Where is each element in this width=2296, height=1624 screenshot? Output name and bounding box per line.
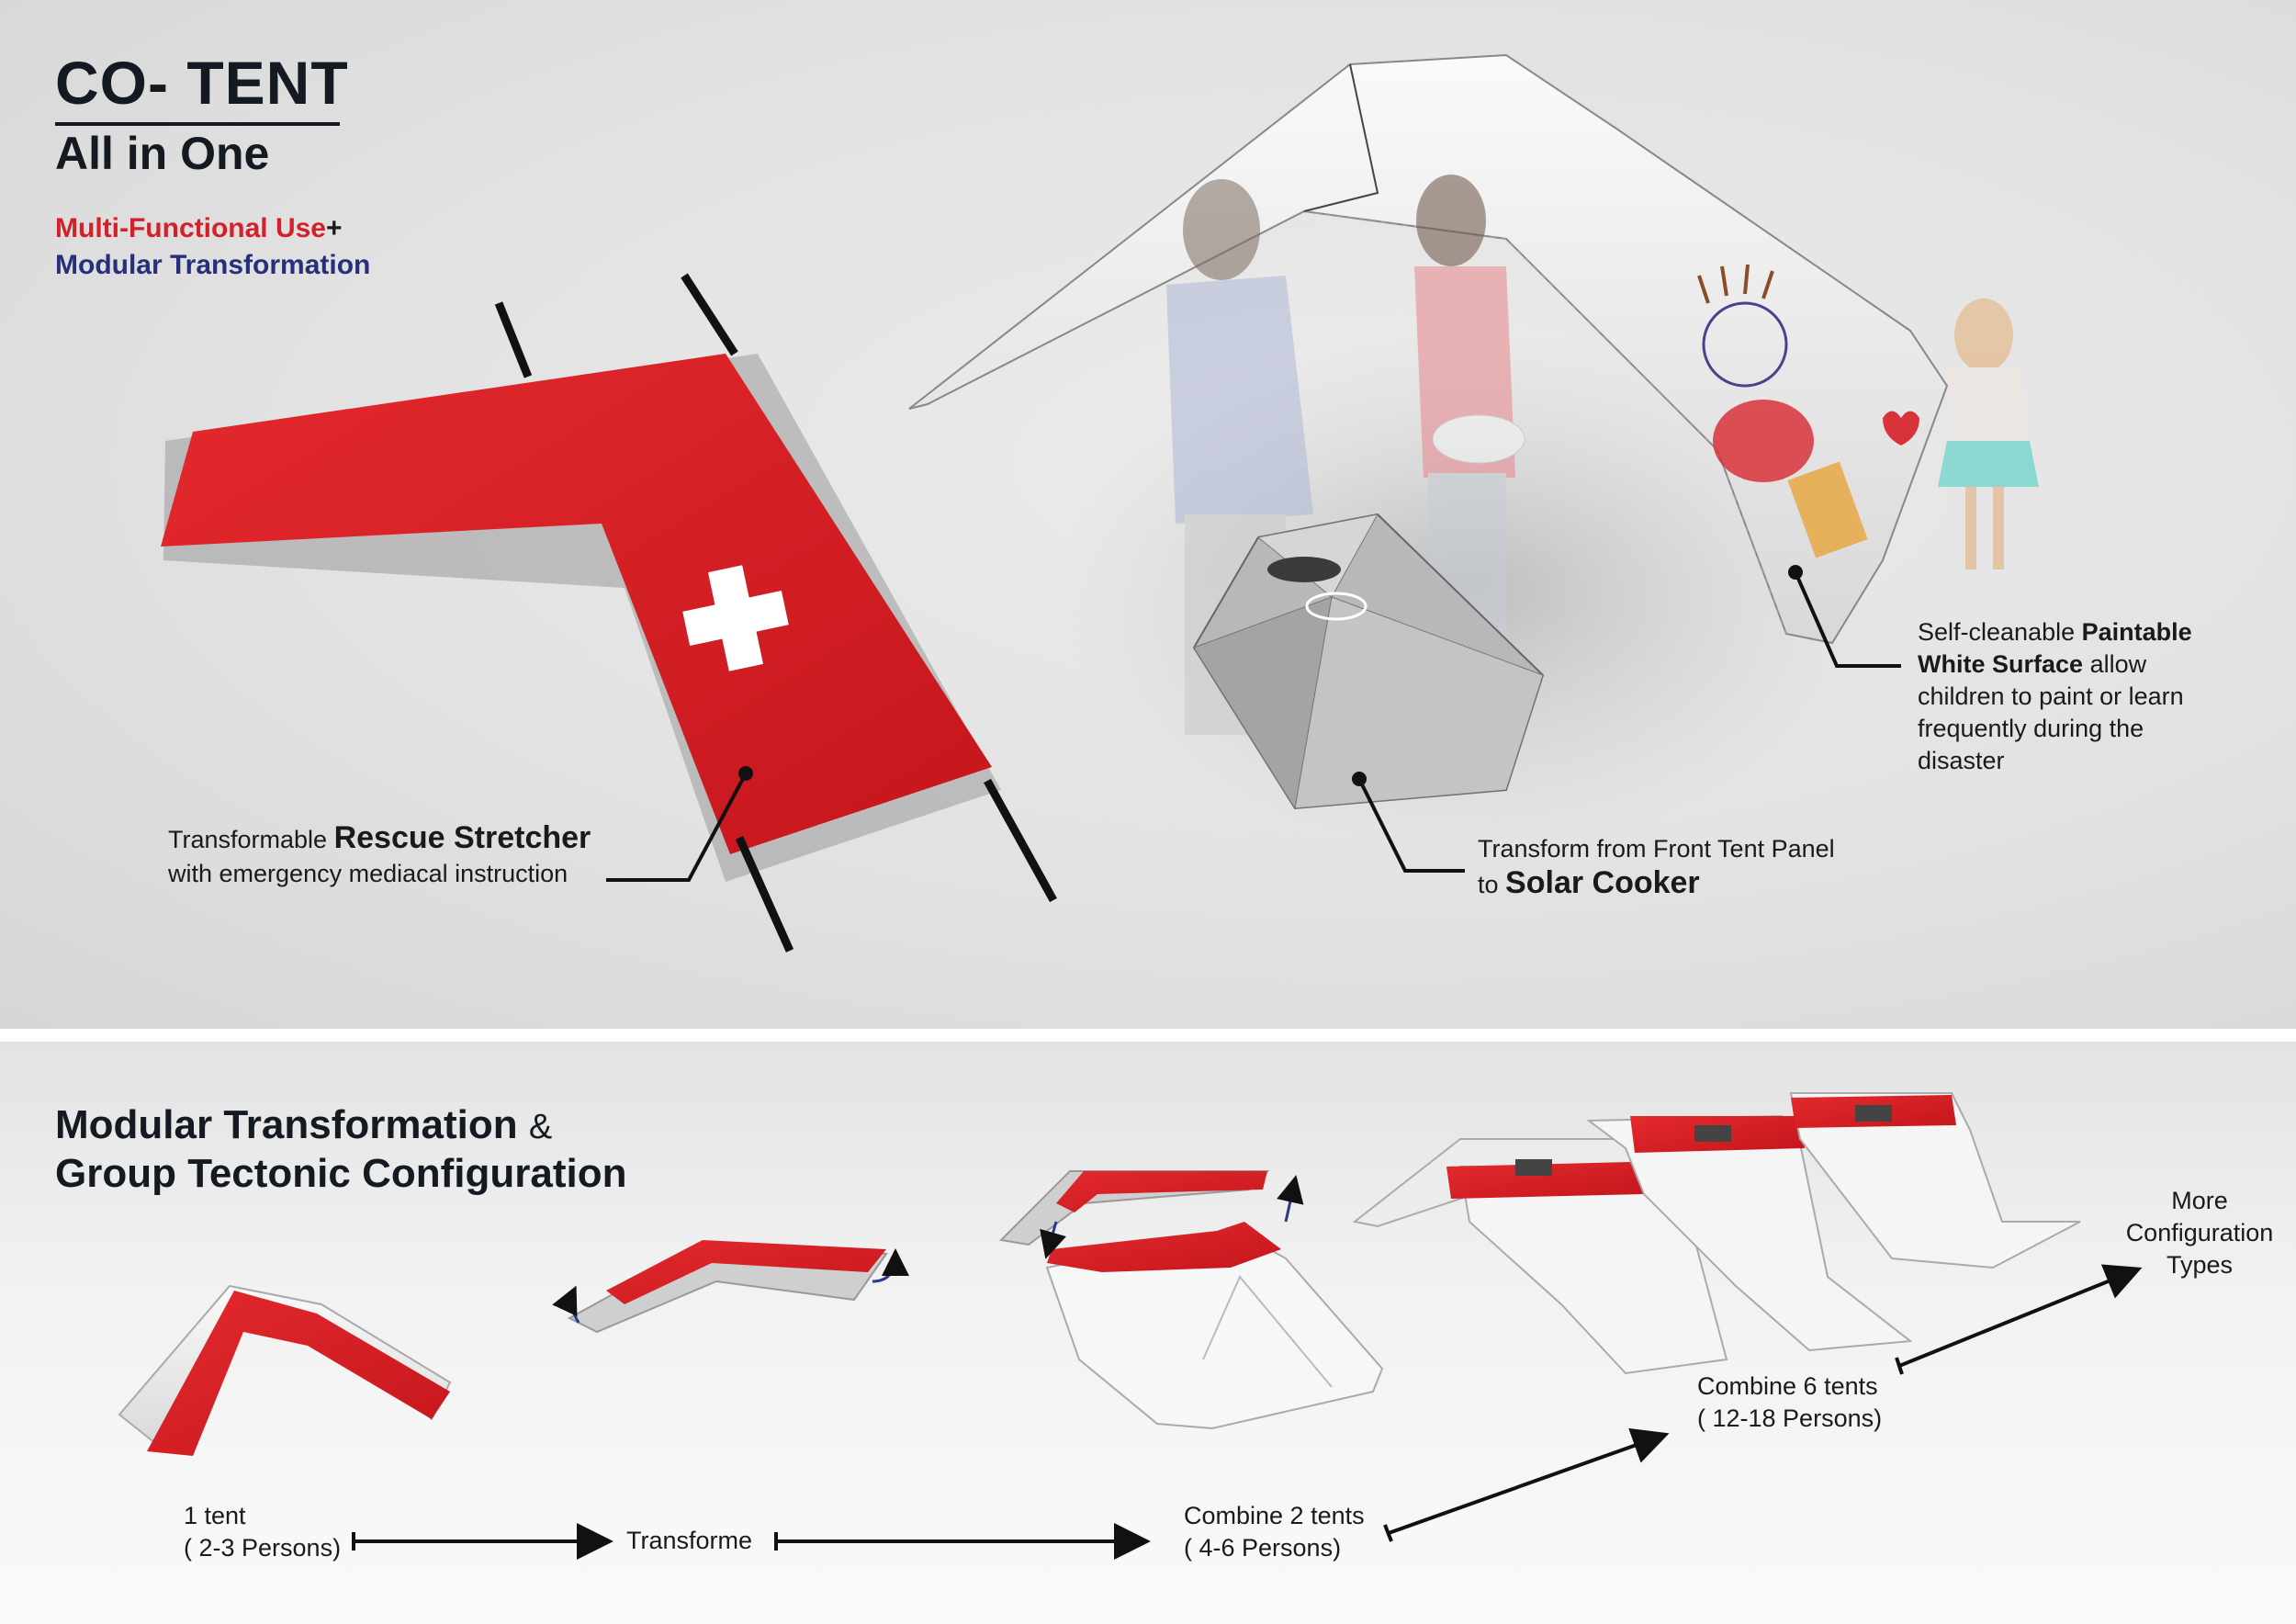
callout-cooker-bold: Solar Cooker [1505, 865, 1700, 900]
step-more-line1: More [2171, 1187, 2228, 1214]
page-subtitle: All in One [55, 128, 270, 179]
step-two-tents-line1: Combine 2 tents [1184, 1502, 1365, 1529]
two-tents-illustration [998, 1170, 1384, 1430]
page-title: CO- TENT [55, 49, 349, 117]
child-drawing [1697, 264, 1919, 558]
title-underline [55, 122, 340, 126]
callout-stretcher-line2: with emergency mediacal instruction [168, 860, 568, 887]
step-more-configurations: More Configuration Types [2117, 1185, 2282, 1281]
callout-paint-line5: disaster [1918, 747, 2005, 774]
callout-stretcher: Transformable Rescue Stretcher with emer… [168, 821, 591, 891]
step-six-tents-line1: Combine 6 tents [1697, 1372, 1878, 1400]
step-more-line3: Types [2166, 1251, 2234, 1279]
step-two-tents-line2: ( 4-6 Persons) [1184, 1534, 1342, 1562]
modular-heading-line2: Group Tectonic Configuration [55, 1151, 627, 1196]
callout-paintable-surface: Self-cleanable Paintable White Surface a… [1918, 616, 2193, 777]
step-six-tents: Combine 6 tents ( 12-18 Persons) [1697, 1370, 1882, 1435]
single-tent-illustration [118, 1284, 452, 1456]
callout-paint-line1-bold: Paintable [2081, 618, 2192, 646]
callout-leader-line [1357, 778, 1465, 873]
step-one-tent: 1 tent ( 2-3 Persons) [184, 1500, 341, 1564]
modular-heading-text: Modular Transformation [55, 1102, 518, 1147]
stretcher-pole [494, 301, 533, 378]
tagline-multi-text: Multi-Functional Use [55, 213, 326, 243]
callout-leader-line [1794, 571, 1901, 668]
tagline-multi-functional: Multi-Functional Use+ [55, 213, 343, 244]
stretcher-body [161, 354, 992, 854]
callout-paint-line1-prefix: Self-cleanable [1918, 618, 2076, 646]
transforming-tent-illustration [552, 1240, 909, 1334]
child-figure [1938, 299, 2039, 570]
modular-heading-amp: & [528, 1108, 553, 1146]
callout-paint-line3: children to paint or learn [1918, 682, 2184, 710]
medical-cross-icon [682, 565, 789, 671]
panel-divider [0, 1029, 2296, 1042]
tagline-plus: + [326, 213, 343, 243]
callout-leader-line [606, 773, 748, 882]
callout-paint-line4: frequently during the [1918, 715, 2144, 742]
callout-paint-line2-suffix: allow [2089, 650, 2147, 678]
callout-cooker-line1: Transform from Front Tent Panel [1478, 835, 1835, 863]
flow-arrows [352, 1264, 2143, 1560]
step-transform: Transforme [626, 1527, 753, 1554]
modular-heading-line1: Modular Transformation & [55, 1102, 552, 1148]
step-two-tents: Combine 2 tents ( 4-6 Persons) [1184, 1500, 1365, 1564]
callout-stretcher-bold: Rescue Stretcher [333, 820, 591, 855]
solar-cooker [1192, 513, 1545, 810]
six-tents-illustration [1352, 1092, 2081, 1375]
tent-scene-illustration [908, 53, 2039, 873]
tent-edge [1303, 63, 1379, 212]
stretcher-pole [984, 778, 1057, 903]
step-six-tents-line2: ( 12-18 Persons) [1697, 1404, 1883, 1432]
step-one-tent-line1: 1 tent [184, 1502, 246, 1529]
step-one-tent-line2: ( 2-3 Persons) [184, 1534, 342, 1562]
tagline-modular: Modular Transformation [55, 250, 371, 280]
callout-paint-line2-bold: White Surface [1918, 650, 2084, 678]
stretcher-pole [681, 273, 738, 356]
step-more-line2: Configuration [2125, 1219, 2274, 1246]
rescue-stretcher-illustration [161, 273, 1057, 953]
tent-seam [1303, 210, 1787, 635]
callout-stretcher-prefix: Transformable [168, 826, 328, 853]
callout-solar-cooker: Transform from Front Tent Panel to Solar… [1478, 832, 1835, 902]
stretcher-pole [735, 836, 794, 953]
callout-cooker-prefix: to [1478, 871, 1499, 898]
